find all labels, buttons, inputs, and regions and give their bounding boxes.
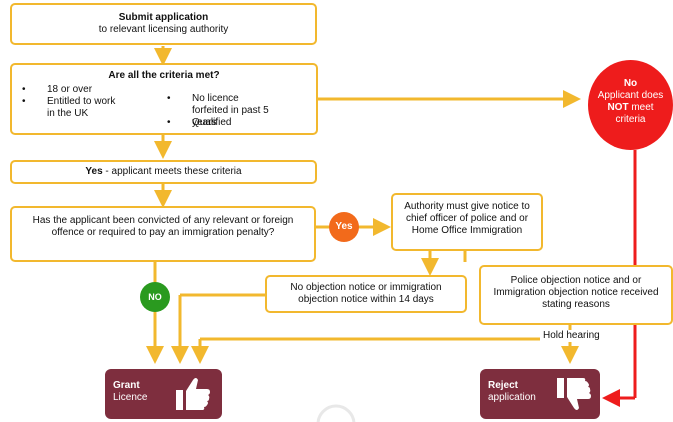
grant-licence-outcome: Grant Licence	[105, 369, 222, 419]
fail-line1: Applicant does	[597, 90, 664, 101]
police-objection-box: Police objection notice and or Immigrati…	[479, 265, 673, 325]
reject-title: Reject	[488, 380, 519, 391]
criteria-met-box: Yes - applicant meets these criteria	[10, 160, 317, 184]
criteria-left-item-2: •Entitled to work in the UK	[22, 96, 116, 119]
conviction-question-box: Has the applicant been convicted of any …	[10, 206, 316, 262]
fail-not: NOT	[607, 102, 629, 113]
criteria-left-item-1: •18 or over	[22, 84, 93, 95]
no-objection-text: No objection notice or immigration objec…	[290, 282, 442, 305]
fail-line2: meet	[628, 102, 654, 113]
conviction-question-text: Has the applicant been convicted of any …	[32, 215, 294, 238]
criteria-met-yes: Yes	[85, 166, 103, 177]
criteria-right-item-2: •Qualified	[167, 117, 232, 128]
reject-subtitle: application	[488, 392, 536, 403]
criteria-not-met-circle: No Applicant does NOT meet criteria	[588, 60, 673, 150]
no-objection-box: No objection notice or immigration objec…	[265, 275, 467, 313]
grant-subtitle: Licence	[113, 392, 148, 403]
thumbs-up-icon	[176, 378, 210, 410]
submit-title: Submit application	[118, 12, 209, 23]
police-objection-text: Police objection notice and or Immigrati…	[493, 275, 659, 310]
yes-badge: Yes	[329, 212, 359, 242]
fail-title: No	[623, 78, 638, 89]
no-badge: NO	[140, 282, 170, 312]
notice-box: Authority must give notice to chief offi…	[391, 193, 543, 251]
notice-text: Authority must give notice to chief offi…	[404, 201, 530, 236]
fail-line3: criteria	[615, 114, 646, 125]
criteria-title: Are all the criteria met?	[108, 70, 220, 81]
criteria-box: Are all the criteria met? •18 or over •E…	[10, 63, 318, 135]
submit-subtitle: to relevant licensing authority	[98, 24, 229, 35]
thumbs-down-icon	[557, 378, 591, 410]
grant-title: Grant	[113, 380, 140, 391]
criteria-right-item-1: •No licence forfeited in past 5 years	[167, 93, 269, 128]
submit-application-box: Submit application to relevant licensing…	[10, 3, 317, 45]
hold-hearing-label: Hold hearing	[540, 330, 603, 342]
reject-application-outcome: Reject application	[480, 369, 600, 419]
criteria-met-text: - applicant meets these criteria	[102, 166, 242, 177]
